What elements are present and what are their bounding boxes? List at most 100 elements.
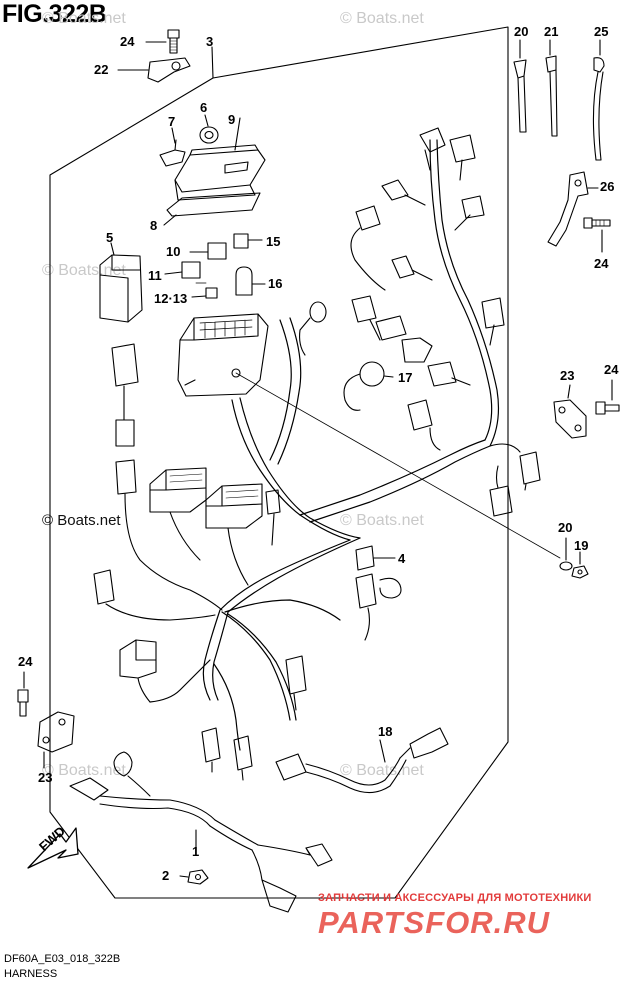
callout-4: 4 — [398, 551, 406, 566]
connector-mid-1 — [351, 295, 381, 341]
leader-long — [235, 372, 561, 559]
connector-right-1 — [489, 443, 541, 491]
callout-14: 15 — [266, 234, 280, 249]
figure-name: HARNESS — [4, 968, 58, 980]
connector-lower-mid-1 — [285, 655, 307, 711]
partsfor-tagline: ЗАПЧАСТИ И АКСЕССУАРЫ ДЛЯ МОТОТЕХНИКИ — [318, 892, 592, 904]
callout-2: 2 — [162, 868, 169, 883]
callout-6: 6 — [200, 100, 207, 115]
relay-10 — [189, 242, 227, 260]
callout-5: 5 — [106, 230, 113, 245]
callout-24-top: 24 — [120, 34, 135, 49]
connector-left-4 — [93, 569, 216, 621]
harness-lower — [149, 599, 341, 751]
tie-21 — [545, 39, 558, 137]
callout-10: 10 — [166, 244, 180, 259]
connector-small-1 — [265, 489, 281, 546]
tie-25 — [592, 39, 605, 161]
harness-trunk — [219, 139, 500, 613]
connector-mid-3 — [427, 361, 471, 387]
callout-1: 1 — [192, 844, 199, 859]
connector-lower-square — [119, 639, 157, 703]
callout-18: 19 — [574, 538, 588, 553]
callout-19: 20 — [558, 520, 572, 535]
clip-4 — [355, 545, 396, 571]
connector-lower-mid-3 — [233, 735, 253, 781]
sensor-left — [299, 301, 327, 356]
relay-5 — [99, 242, 143, 323]
connector-left-mid — [115, 459, 223, 611]
bolt-24-right-lower — [595, 379, 620, 415]
callout-17: 18 — [378, 724, 392, 739]
bracket-23-left — [37, 711, 75, 769]
bracket-26 — [547, 171, 599, 247]
bolt-24-top — [145, 29, 180, 54]
leader-3 — [211, 46, 214, 79]
figure-code: DF60A_E03_018_322B — [4, 953, 121, 965]
connector-top-7 — [481, 297, 505, 346]
watermark-top: © Boats.net — [42, 10, 126, 27]
fuse-box-9 — [174, 117, 266, 201]
washer-19 — [559, 537, 573, 571]
callout-16: 17 — [398, 370, 412, 385]
callout-24-left: 24 — [18, 654, 33, 669]
watermark-mid-right: © Boats.net — [340, 512, 424, 529]
clip-right — [407, 399, 441, 451]
callout-20: 20 — [514, 24, 528, 39]
fuse-12-13 — [191, 287, 218, 299]
seal-8 — [163, 192, 261, 226]
callout-24-right: 24 — [594, 256, 609, 271]
bracket-22 — [117, 57, 191, 83]
tie-20 — [513, 39, 527, 133]
callout-labels: 3 24 22 20 21 25 6 7 9 8 5 10 15 11 16 1… — [18, 24, 619, 883]
connector-pin-block-1 — [149, 467, 207, 561]
partsfor-logo: PARTSFOR.RU — [318, 905, 551, 940]
connector-pin-block-2 — [205, 483, 263, 586]
callout-23-right: 23 — [560, 368, 574, 383]
connector-top-3 — [381, 179, 426, 206]
frame-outline — [49, 26, 509, 899]
connector-top-5 — [454, 195, 485, 231]
callout-23-left: 23 — [38, 770, 52, 785]
connector-top-4 — [350, 205, 386, 291]
connector-top-6 — [391, 255, 433, 281]
fuse-15 — [235, 266, 266, 296]
relay-11 — [164, 261, 201, 279]
watermark-top-right: © Boats.net — [340, 10, 424, 27]
bracket-23-right — [553, 384, 587, 439]
callout-26: 26 — [600, 179, 614, 194]
callout-12-13: 12·13 — [154, 291, 187, 306]
bolt-24-right — [583, 217, 611, 253]
bolt-24-left — [17, 671, 29, 717]
relay-14 — [233, 233, 263, 249]
harness-17 — [275, 727, 449, 794]
connector-top-2 — [449, 134, 476, 181]
watermark-dark: © Boats.net — [42, 512, 121, 529]
watermark-low-left: © Boats.net — [42, 762, 126, 779]
connector-left-top — [111, 343, 139, 447]
callout-25: 25 — [594, 24, 608, 39]
grommet-6 — [199, 114, 219, 144]
connector-right-2 — [489, 465, 513, 517]
callout-7: 7 — [168, 114, 175, 129]
watermark-mid-left: © Boats.net — [42, 262, 126, 279]
connector-lower-mid-2 — [201, 727, 221, 773]
connector-top-1 — [419, 127, 446, 171]
callout-3: 3 — [206, 34, 213, 49]
callout-leaders — [195, 239, 263, 284]
callout-15: 16 — [268, 276, 282, 291]
nut-2 — [179, 869, 209, 885]
connector-mid-2 — [375, 315, 433, 363]
callout-22: 22 — [94, 62, 108, 77]
main-connector-block — [177, 313, 269, 397]
fwd-arrow-icon — [27, 827, 79, 869]
bulb-16 — [343, 361, 394, 411]
callout-21: 21 — [544, 24, 558, 39]
clip-7 — [159, 127, 186, 167]
harness-1 — [69, 751, 333, 913]
nut-18 — [571, 551, 589, 579]
connector-right-mid — [355, 573, 402, 641]
callout-9: 9 — [228, 112, 235, 127]
figure-title: FIG.322B — [2, 0, 107, 28]
